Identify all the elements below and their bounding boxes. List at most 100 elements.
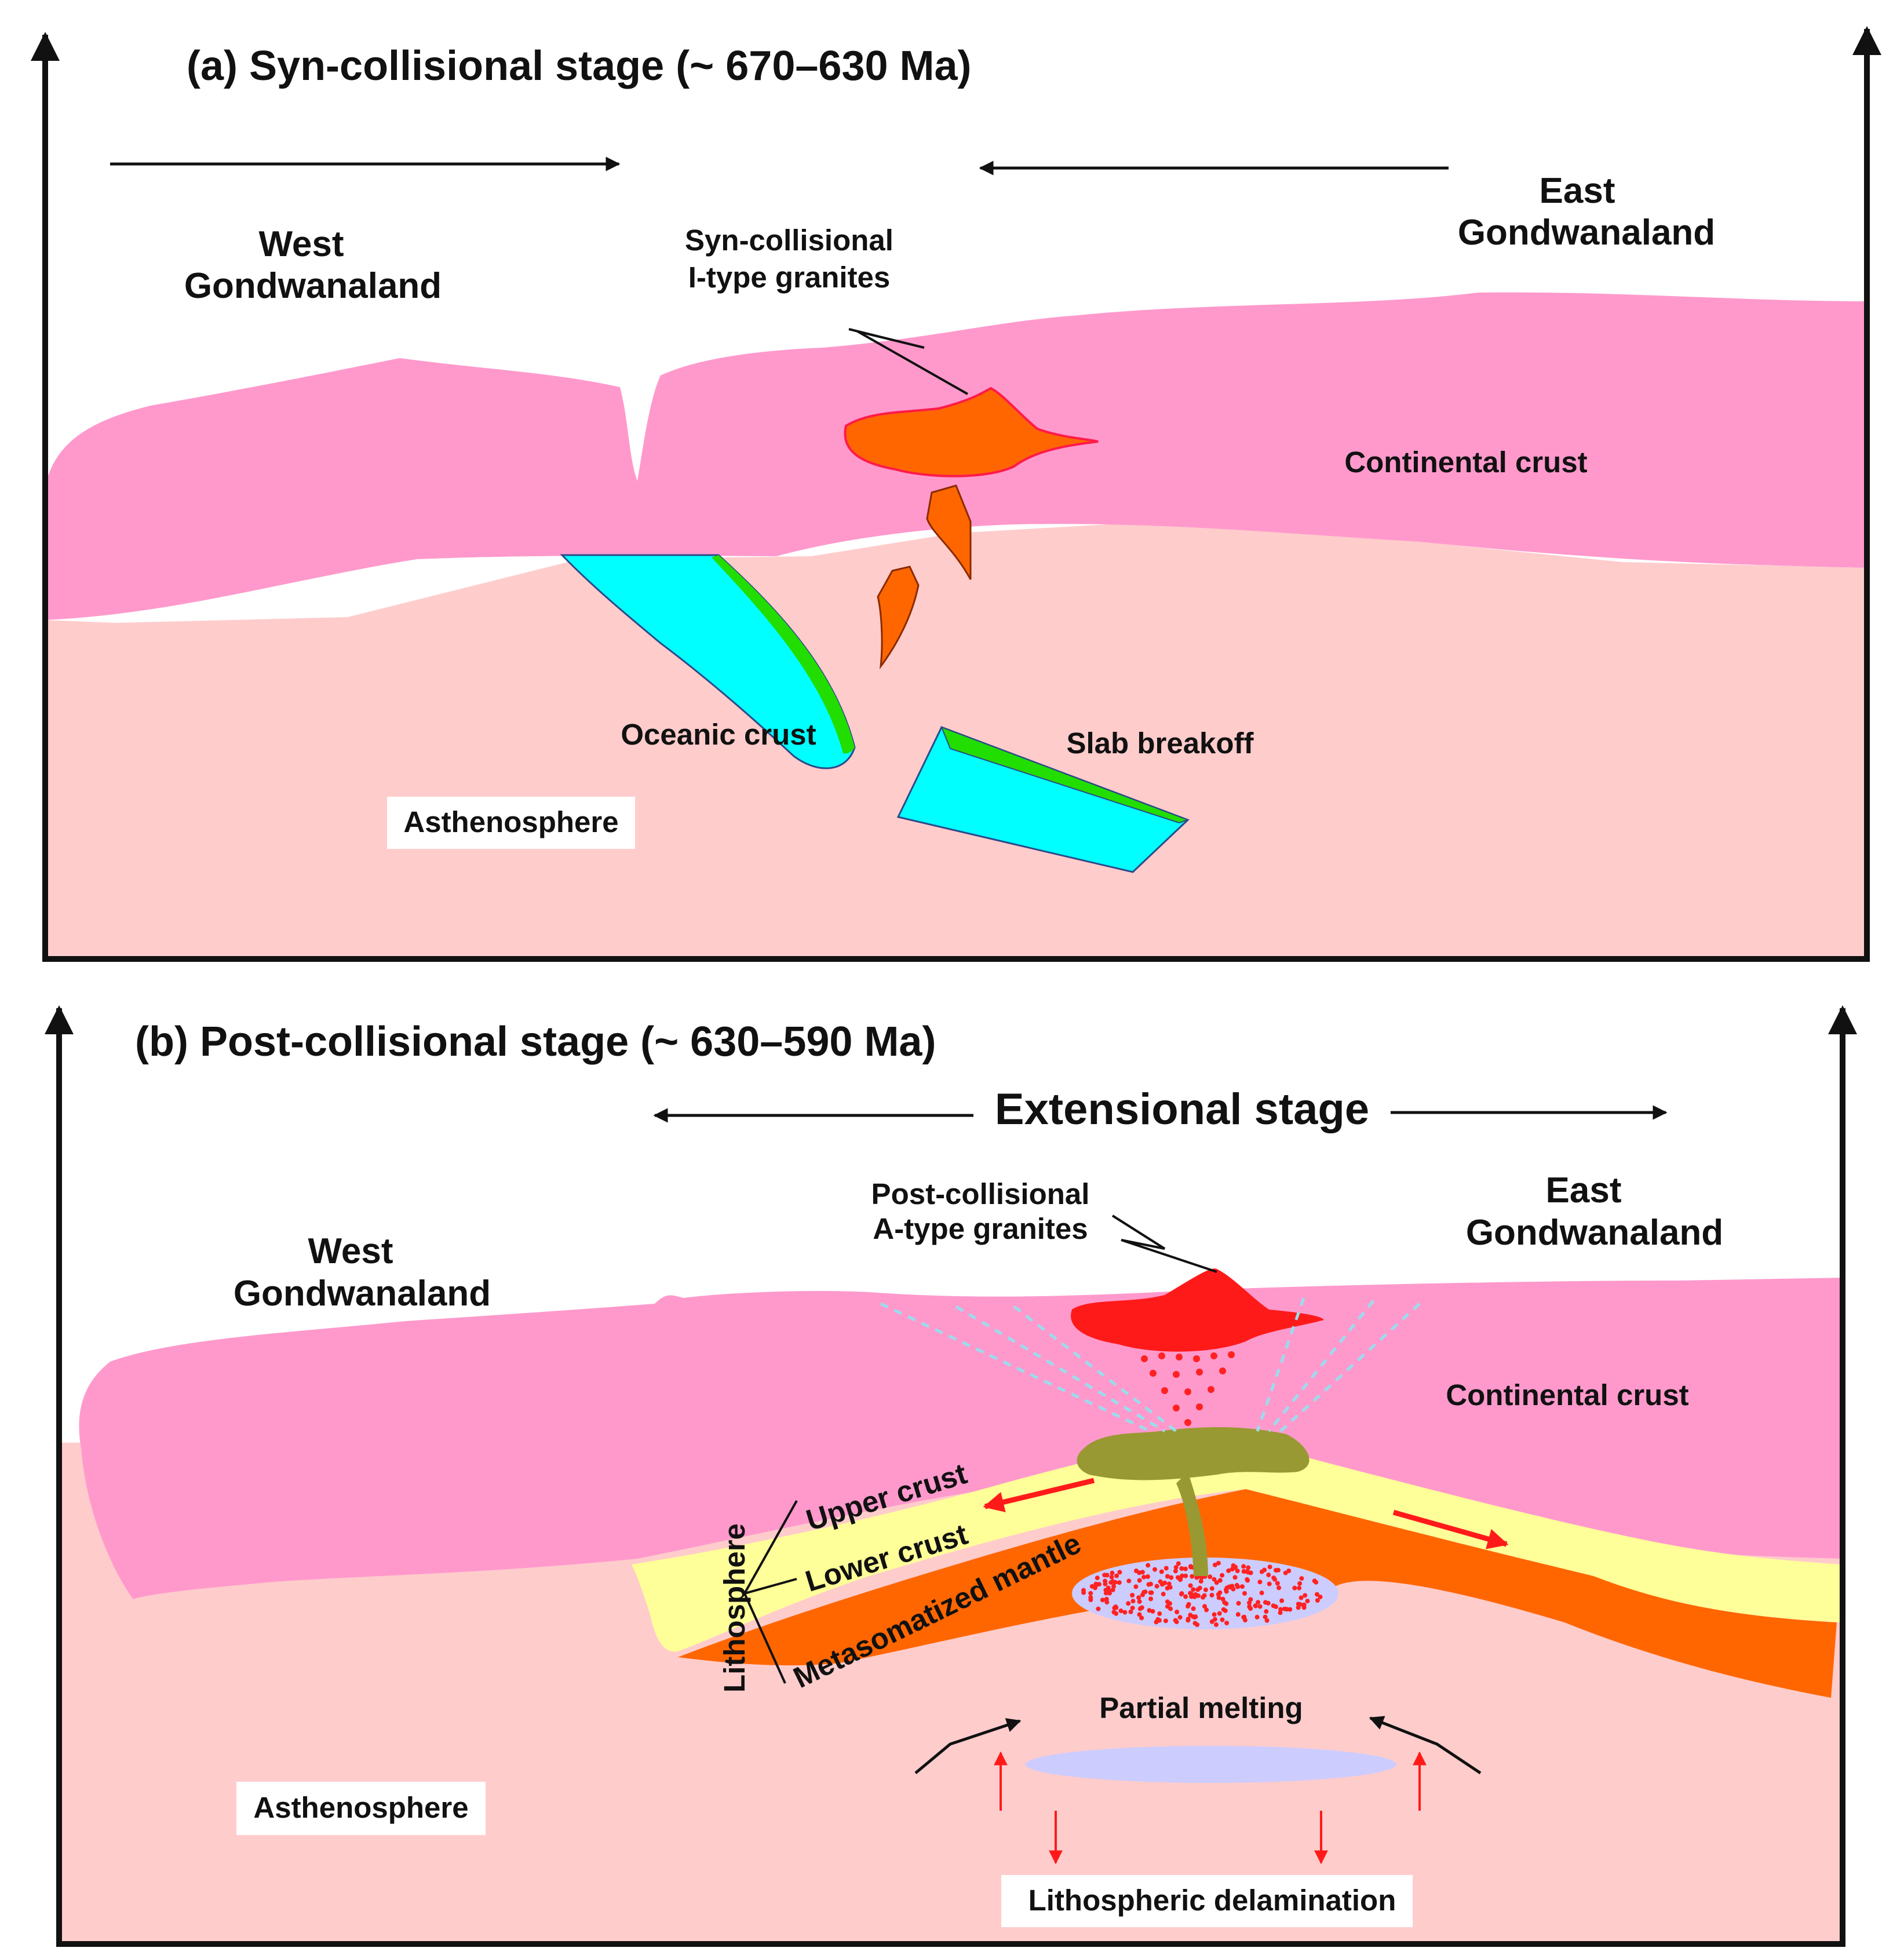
melt-dot <box>1137 1599 1142 1604</box>
melt-dot <box>1195 1622 1200 1627</box>
melt-dot <box>1104 1573 1110 1578</box>
partial-melting-label: Partial melting <box>1099 1691 1303 1724</box>
melt-dot <box>1158 1579 1163 1584</box>
melt-dot <box>1191 1587 1196 1592</box>
extension-arrow-left <box>983 1478 1095 1512</box>
melt-dot <box>1202 1604 1207 1609</box>
melt-dot <box>1297 1585 1302 1591</box>
syn-granite-label-line1: Syn-collisional <box>685 224 893 257</box>
post-granite-label-line1: Post-collisional <box>871 1177 1090 1210</box>
magma-dot <box>1208 1386 1214 1393</box>
melt-dot <box>1137 1612 1142 1617</box>
melt-dot <box>1296 1602 1301 1607</box>
melt-dot <box>1150 1609 1155 1614</box>
extensional-stage-label: Extensional stage <box>995 1085 1369 1134</box>
melt-dot <box>1110 1587 1115 1592</box>
magma-droplet-lower <box>877 566 920 670</box>
melt-dot <box>1103 1581 1108 1586</box>
melt-dot <box>1231 1563 1236 1568</box>
broken-slab-margin <box>940 726 1190 824</box>
magma-dot <box>1150 1370 1157 1377</box>
post-granite-label-line2: A-type granites <box>873 1212 1088 1245</box>
magma-dot <box>1173 1371 1180 1378</box>
melt-dot <box>1220 1573 1225 1578</box>
melt-dot <box>1267 1581 1272 1586</box>
melt-dot <box>1163 1618 1168 1624</box>
melt-dot <box>1292 1585 1297 1591</box>
melt-dot <box>1276 1585 1282 1591</box>
melt-dot <box>1190 1574 1195 1579</box>
melt-dot <box>1113 1604 1118 1609</box>
melt-dot <box>1232 1575 1238 1580</box>
melt-dot <box>1109 1574 1114 1580</box>
melt-dot <box>1139 1615 1144 1621</box>
melt-dot <box>1253 1603 1258 1609</box>
melt-dot <box>1318 1595 1323 1599</box>
magma-dot <box>1193 1355 1200 1362</box>
melt-dot <box>1259 1591 1264 1596</box>
granite-dots <box>1141 1351 1235 1426</box>
melt-dot <box>1254 1614 1260 1620</box>
melt-dot <box>1089 1584 1095 1589</box>
melt-dot <box>1186 1618 1191 1623</box>
melt-dot <box>1179 1566 1184 1571</box>
melt-dot <box>1214 1580 1219 1585</box>
melt-dot <box>1221 1607 1226 1612</box>
melt-dot <box>1140 1570 1145 1575</box>
melt-dot <box>1276 1567 1281 1573</box>
melt-dot <box>1133 1584 1139 1589</box>
magma-chamber <box>1077 1427 1310 1480</box>
melt-dot <box>1148 1590 1153 1595</box>
melt-dot <box>1157 1611 1162 1616</box>
melt-dot <box>1093 1581 1099 1586</box>
melt-dot <box>1217 1611 1222 1616</box>
melt-dot <box>1173 1618 1178 1623</box>
lithospheric-delamination-label: Lithospheric delamination <box>1028 1884 1396 1917</box>
magma-dot <box>1173 1405 1180 1411</box>
melt-dot <box>1183 1573 1188 1578</box>
melt-dot <box>1176 1561 1181 1566</box>
magma-droplet-upper <box>926 484 972 580</box>
melt-dot <box>1194 1575 1199 1580</box>
melt-dot <box>1088 1591 1093 1596</box>
melt-dot <box>1117 1570 1122 1575</box>
melt-dot <box>1130 1606 1135 1611</box>
melt-dot <box>1095 1575 1100 1581</box>
melt-dot <box>1248 1597 1253 1602</box>
melt-dot <box>1279 1598 1285 1603</box>
melt-dot <box>1188 1583 1193 1588</box>
magma-conduit <box>1176 1472 1208 1576</box>
melt-dot <box>1213 1622 1219 1627</box>
melt-dot <box>1146 1563 1151 1568</box>
melt-dot <box>1217 1578 1223 1583</box>
asthenosphere-a-label-bg <box>387 797 635 849</box>
panel-b-title: (b) Post-collisional stage (~ 630–590 Ma… <box>135 1019 936 1065</box>
melt-dot <box>1257 1604 1263 1609</box>
melt-dot <box>1264 1618 1270 1623</box>
melt-dot <box>1235 1584 1241 1589</box>
melt-dot <box>1104 1600 1110 1605</box>
melt-dot <box>1222 1600 1227 1605</box>
melt-dot <box>1161 1592 1166 1597</box>
magma-dot <box>1219 1367 1226 1374</box>
continental-crust-b-label: Continental crust <box>1446 1378 1688 1411</box>
melt-dot <box>1122 1610 1128 1615</box>
melt-dot <box>1299 1576 1304 1581</box>
melt-dot <box>1117 1580 1122 1585</box>
melt-dot <box>1139 1605 1144 1610</box>
melt-dot <box>1136 1595 1141 1600</box>
melt-dot <box>1177 1615 1183 1620</box>
upwelling-arrow-left <box>914 1718 1022 1774</box>
east-gondwanaland-b-line2: Gondwanaland <box>1466 1213 1723 1253</box>
melt-dot <box>1088 1595 1093 1600</box>
melt-dot <box>1224 1621 1230 1626</box>
melt-dot <box>1148 1581 1153 1586</box>
melt-dot <box>1114 1573 1119 1578</box>
melt-dot <box>1141 1590 1147 1595</box>
melt-dot <box>1173 1569 1178 1574</box>
melt-dot <box>1224 1589 1229 1594</box>
oceanic-crust-label: Oceanic crust <box>621 718 816 751</box>
melt-dot <box>1152 1567 1157 1572</box>
melt-dot <box>1248 1570 1253 1575</box>
